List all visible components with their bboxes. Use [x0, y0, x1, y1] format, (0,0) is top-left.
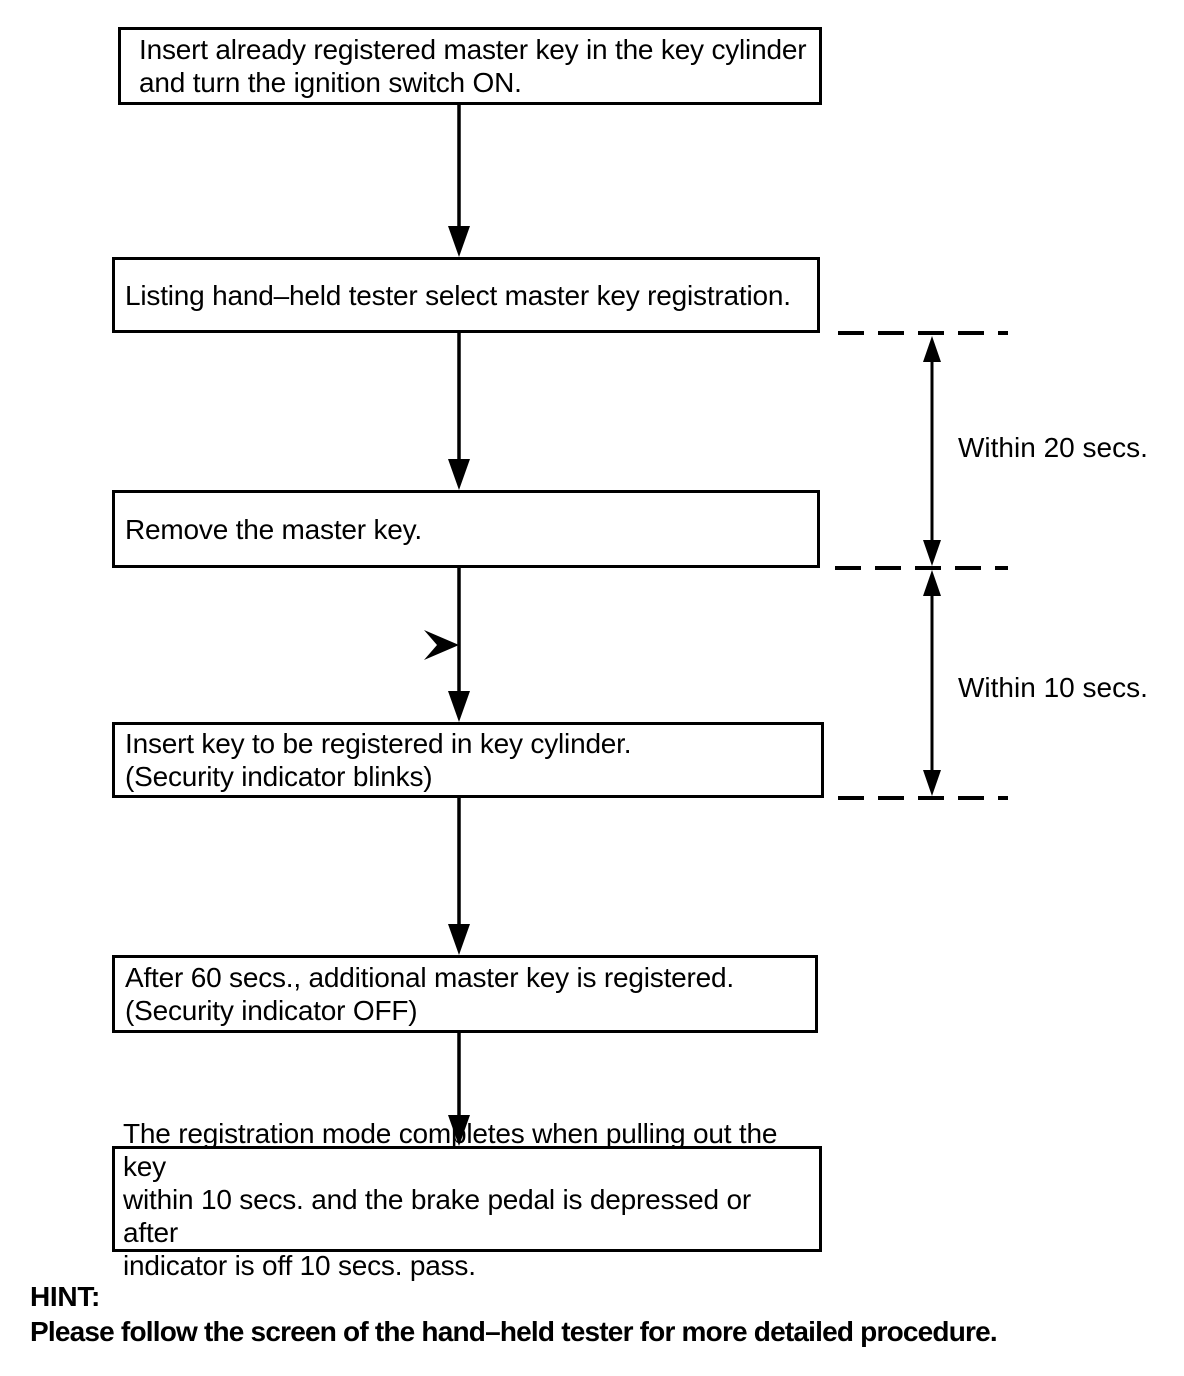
timing-measure-arrow-2	[923, 570, 941, 796]
flow-step-text-line: Remove the master key.	[125, 513, 422, 545]
flow-step-text-line: After 60 secs., additional master key is…	[125, 962, 734, 993]
flow-step-remove-master-key: Remove the master key.	[112, 490, 820, 568]
flow-step-select-registration: Listing hand–held tester select master k…	[112, 257, 820, 333]
hint-text: Please follow the screen of the hand–hel…	[30, 1316, 998, 1347]
timing-measure-arrow-1	[923, 336, 941, 566]
flow-step-text-line: Insert key to be registered in key cylin…	[125, 728, 632, 759]
timing-label-within-20-secs: Within 20 secs.	[958, 432, 1148, 463]
flow-step-text-line: indicator is off 10 secs. pass.	[123, 1249, 476, 1281]
down-arrow-1	[448, 105, 470, 257]
hint-label: HINT:	[30, 1281, 101, 1312]
flow-step-text-line: (Security indicator OFF)	[125, 995, 418, 1026]
timing-label-within-10-secs: Within 10 secs.	[958, 672, 1148, 703]
flow-step-text-line: within 10 secs. and the brake pedal is d…	[123, 1183, 751, 1248]
flow-step-key-registered: After 60 secs., additional master key is…	[112, 955, 818, 1033]
flow-step-text-line: (Security indicator blinks)	[125, 761, 433, 792]
flow-step-registration-complete: The registration mode completes when pul…	[112, 1118, 822, 1281]
flow-step-insert-new-key: Insert key to be registered in key cylin…	[112, 722, 824, 798]
hint-block: HINT: Please follow the screen of the ha…	[30, 1281, 1130, 1347]
down-arrow-3	[448, 568, 470, 722]
flow-step-text-line: The registration mode completes when pul…	[123, 1117, 778, 1182]
down-arrow-2	[448, 333, 470, 490]
flow-step-text-line: Listing hand–held tester select master k…	[125, 279, 791, 311]
down-arrow-5	[448, 1033, 470, 1146]
flow-step-insert-registered-key: Insert already registered master key in …	[118, 27, 822, 105]
flow-step-text-line: and turn the ignition switch ON.	[139, 67, 522, 98]
down-arrow-4	[448, 798, 470, 955]
flow-step-text-line: Insert already registered master key in …	[139, 34, 807, 65]
branch-arrowhead-icon	[424, 630, 459, 660]
